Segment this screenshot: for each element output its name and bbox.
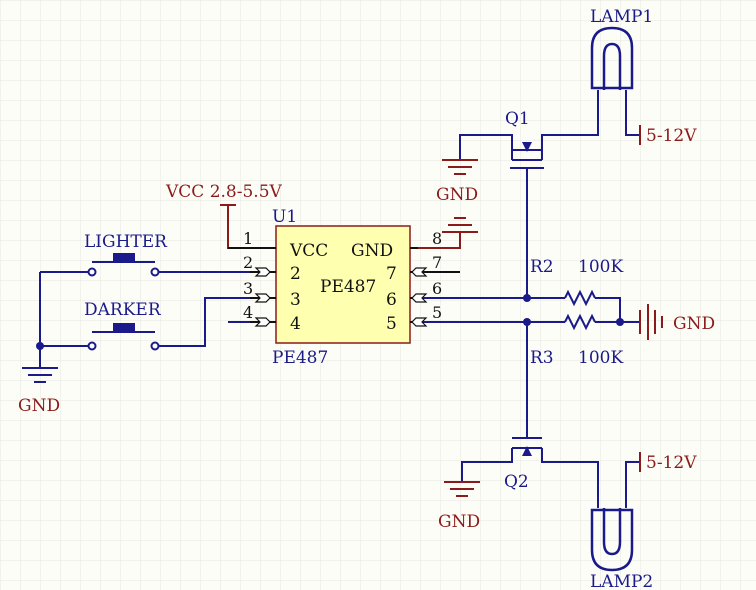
darker-button xyxy=(87,323,160,351)
pin-number: 3 xyxy=(243,279,253,298)
r3-value: 100K xyxy=(578,348,623,368)
pin-number-inner: 5 xyxy=(386,314,397,334)
pin-number: 1 xyxy=(243,229,253,248)
junction-dot xyxy=(616,318,624,326)
q1-arrow-icon xyxy=(522,142,532,152)
gnd-symbol-q2 xyxy=(444,481,480,497)
gnd-symbol-q1 xyxy=(442,159,478,175)
pin-number: 4 xyxy=(243,303,253,322)
wires xyxy=(39,90,640,508)
gnd-label-q2: GND xyxy=(438,512,480,532)
lamp1-label: LAMP1 xyxy=(590,7,653,27)
junction-dot xyxy=(523,318,531,326)
gnd-label-q1: GND xyxy=(436,185,478,205)
pin-number: 5 xyxy=(432,303,442,322)
q2-label: Q2 xyxy=(504,472,529,492)
resistor-r2 xyxy=(564,289,596,307)
chip-gnd-label: GND xyxy=(351,241,393,261)
junctions xyxy=(36,294,624,350)
r2-value: 100K xyxy=(578,257,623,277)
pin-number-inner: 4 xyxy=(290,314,301,334)
pin-number: 8 xyxy=(432,229,442,248)
resistor-r3 xyxy=(564,313,596,331)
vcc-label: VCC 2.8-5.5V xyxy=(165,182,283,202)
pin-number-inner: 2 xyxy=(290,264,301,284)
pin-number: 2 xyxy=(243,253,253,272)
chip-vcc-label: VCC xyxy=(289,241,328,261)
lighter-label: LIGHTER xyxy=(84,232,168,252)
lighter-button xyxy=(87,253,160,277)
junction-dot xyxy=(36,342,44,350)
q1-label: Q1 xyxy=(505,109,530,129)
lamp2-label: LAMP2 xyxy=(590,572,653,590)
q2-arrow-icon xyxy=(522,446,532,456)
darker-label: DARKER xyxy=(84,300,162,320)
lamp2-icon xyxy=(590,508,634,572)
gnd-label-right: GND xyxy=(673,314,715,334)
chip-part-label: PE487 xyxy=(320,277,376,297)
r3-label: R3 xyxy=(530,348,554,368)
gnd-symbol-chip xyxy=(442,217,478,233)
gnd-symbol-right xyxy=(647,304,663,340)
gnd-label-left: GND xyxy=(18,396,60,416)
pin-number: 6 xyxy=(432,279,442,298)
pin-io-markers xyxy=(254,267,428,327)
chip-comment: PE487 xyxy=(272,348,328,368)
supply-label-bottom: 5-12V xyxy=(646,453,697,473)
chip-body xyxy=(275,225,411,344)
pin-number: 7 xyxy=(432,253,442,272)
pin-number-inner: 3 xyxy=(290,290,301,310)
lamp1-icon xyxy=(590,26,634,90)
supply-label-top: 5-12V xyxy=(646,126,697,146)
chip-designator: U1 xyxy=(272,207,297,227)
junction-dot xyxy=(523,294,531,302)
pin-number-inner: 7 xyxy=(386,264,397,284)
pin-number-inner: 6 xyxy=(386,290,397,310)
r2-label: R2 xyxy=(530,257,554,277)
